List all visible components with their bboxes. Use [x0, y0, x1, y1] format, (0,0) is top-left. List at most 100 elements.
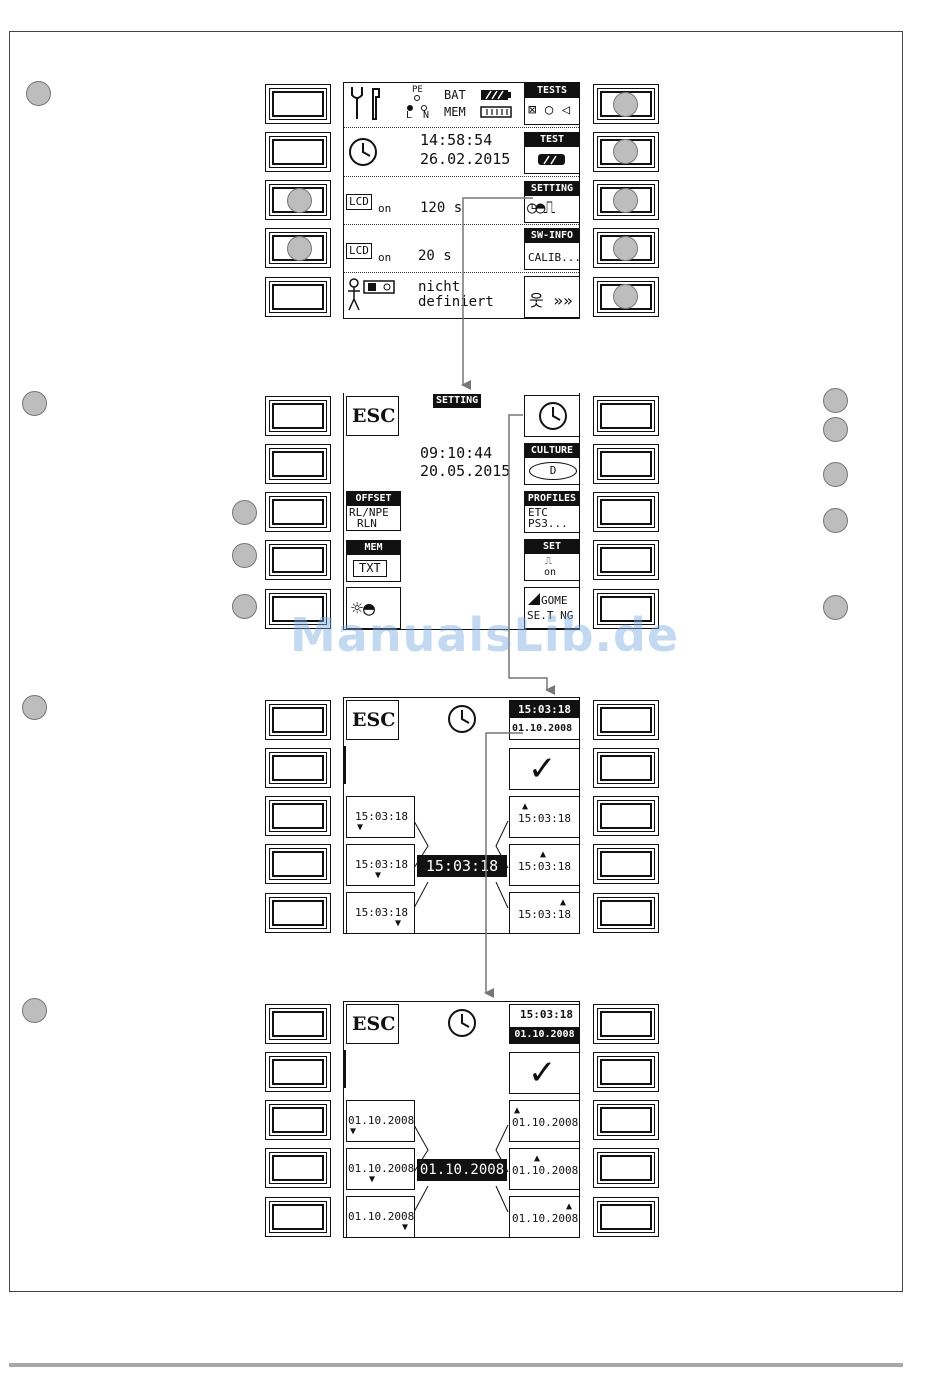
hw-key-left-4[interactable] [265, 1148, 331, 1188]
hours-down-label: 15:03:18 [355, 810, 408, 823]
clock-icon [448, 1009, 476, 1037]
hw-key-left-3[interactable] [265, 492, 331, 532]
marker-circle [232, 594, 257, 619]
esc-label: ESC [352, 709, 396, 731]
hw-key-right-2[interactable] [593, 1052, 659, 1092]
selector-lines [413, 1124, 509, 1213]
hw-key-right-3[interactable] [593, 492, 659, 532]
month-down-label: 01.10.2008 [348, 1162, 415, 1175]
confirm-button[interactable]: ✓ [509, 748, 580, 790]
day-up-button[interactable]: ▲ 01.10.2008 [509, 1100, 580, 1142]
hw-key-right-4[interactable] [593, 228, 659, 268]
hw-key-left-5[interactable] [265, 589, 331, 629]
day-down-button[interactable]: 01.10.2008 ▼ [346, 1100, 415, 1142]
setting-icons: ◷◓⎍ [527, 198, 555, 218]
light-on-label: on [378, 251, 392, 264]
softkey-profiles[interactable]: PROFILES ETC PS3... [524, 491, 580, 533]
confirm-button[interactable]: ✓ [509, 1052, 580, 1094]
hw-key-right-4[interactable] [593, 540, 659, 580]
hw-key-right-3[interactable] [593, 796, 659, 836]
hw-key-right-1[interactable] [593, 700, 659, 740]
hours-down-button[interactable]: 15:03:18 ▼ [346, 796, 415, 838]
n-label: N [423, 110, 430, 121]
hw-key-right-5[interactable] [593, 893, 659, 933]
softkey-gome-setting[interactable]: GOME SE.T NG [524, 587, 580, 629]
softkey-time-date[interactable]: 15:03:18 01.10.2008 [509, 700, 580, 740]
softkey-user[interactable]: 웃 »» [524, 276, 580, 318]
minutes-up-button[interactable]: ▲ 15:03:18 [509, 844, 580, 886]
marker-circle [613, 188, 638, 213]
month-up-button[interactable]: ▲ 01.10.2008 [509, 1148, 580, 1190]
marker-circle [22, 998, 47, 1023]
hw-key-right-5[interactable] [593, 589, 659, 629]
hw-key-left-4[interactable] [265, 228, 331, 268]
seconds-up-button[interactable]: ▲ 15:03:18 [509, 892, 580, 934]
hw-key-left-2[interactable] [265, 132, 331, 172]
day-down-label: 01.10.2008 [348, 1114, 415, 1127]
set-on-label: on [544, 567, 557, 578]
hw-key-right-5[interactable] [593, 277, 659, 317]
hw-key-left-1[interactable] [265, 396, 331, 436]
year-up-button[interactable]: ▲ 01.10.2008 [509, 1196, 580, 1238]
marker-circle [823, 508, 848, 533]
hw-key-right-1[interactable] [593, 1004, 659, 1044]
hw-key-left-1[interactable] [265, 700, 331, 740]
softkey-swinfo[interactable]: SW-INFO CALIB... [524, 228, 581, 270]
minutes-down-button[interactable]: 15:03:18 ▼ [346, 844, 415, 886]
hours-up-button[interactable]: ▲ 15:03:18 [509, 796, 580, 838]
esc-button[interactable]: ESC [346, 396, 399, 436]
hw-key-left-1[interactable] [265, 1004, 331, 1044]
esc-button[interactable]: ESC [346, 1004, 399, 1044]
softkey-tests[interactable]: TESTS ⊠ ○ ◁ [524, 83, 580, 125]
hw-key-right-4[interactable] [593, 1148, 659, 1188]
hw-key-right-2[interactable] [593, 748, 659, 788]
clock-icon [539, 402, 567, 430]
esc-button[interactable]: ESC [346, 700, 399, 740]
softkey-clock[interactable] [524, 395, 580, 437]
down-arrow-icon: ▼ [369, 1174, 376, 1185]
hw-key-right-3[interactable] [593, 1100, 659, 1140]
hw-key-right-3[interactable] [593, 180, 659, 220]
hw-key-left-5[interactable] [265, 893, 331, 933]
marker-circle [823, 462, 848, 487]
hw-key-right-2[interactable] [593, 444, 659, 484]
hw-key-left-5[interactable] [265, 277, 331, 317]
down-arrow-icon: ▼ [375, 870, 382, 881]
hw-key-right-2[interactable] [593, 132, 659, 172]
hw-key-left-2[interactable] [265, 748, 331, 788]
softkey-mem[interactable]: MEM TXT [346, 540, 401, 582]
month-down-button[interactable]: 01.10.2008 ▼ [346, 1148, 415, 1190]
down-arrow-icon: ▼ [350, 1126, 357, 1137]
softkey-test[interactable]: TEST [524, 132, 580, 174]
softkey-culture[interactable]: CULTURE D [524, 443, 580, 485]
hw-key-left-2[interactable] [265, 444, 331, 484]
hw-key-left-4[interactable] [265, 844, 331, 884]
softkey-brightness[interactable]: ☼◓ [346, 587, 401, 629]
hw-key-left-4[interactable] [265, 540, 331, 580]
softkey-setting-label: SETTING [525, 182, 579, 196]
softkey-time-date[interactable]: 15:03:18 01.10.2008 [509, 1004, 580, 1044]
battery-test-icon [538, 154, 565, 165]
hw-key-left-3[interactable] [265, 1100, 331, 1140]
softkey-set-on[interactable]: SET ⎍ on [524, 539, 580, 581]
year-down-button[interactable]: 01.10.2008 ▼ [346, 1196, 415, 1238]
profiles-line1: ETC [528, 506, 548, 519]
mem-txt: TXT [353, 560, 387, 577]
hw-key-left-1[interactable] [265, 84, 331, 124]
hw-key-left-3[interactable] [265, 180, 331, 220]
screen-main-menu: PE L N BAT MEM 14:58:54 26.02.2015 LCD o… [343, 82, 581, 319]
seconds-down-button[interactable]: 15:03:18 ▼ [346, 892, 415, 934]
softkey-setting[interactable]: SETTING ◷◓⎍ [524, 181, 580, 223]
hw-key-left-3[interactable] [265, 796, 331, 836]
hw-key-right-4[interactable] [593, 844, 659, 884]
hw-key-left-2[interactable] [265, 1052, 331, 1092]
hw-key-left-5[interactable] [265, 1197, 331, 1237]
hw-key-right-1[interactable] [593, 84, 659, 124]
softkey-offset[interactable]: OFFSET RL/NPE RLN [346, 491, 401, 531]
page-frame [9, 31, 903, 1292]
hw-key-right-1[interactable] [593, 396, 659, 436]
up-arrow-icon: ▲ [522, 801, 529, 812]
hw-key-right-5[interactable] [593, 1197, 659, 1237]
marker-circle [232, 543, 257, 568]
